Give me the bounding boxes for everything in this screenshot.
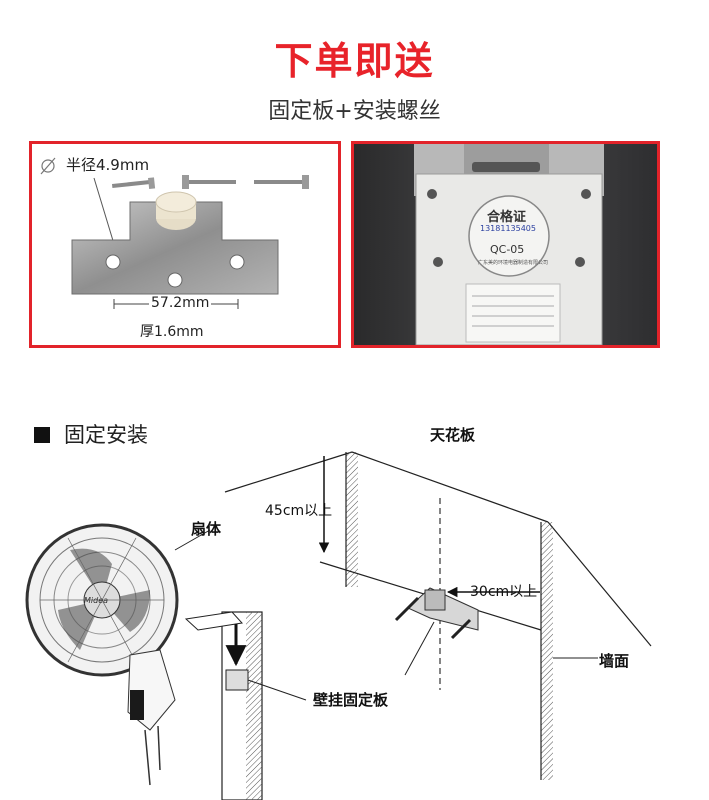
thickness-label: 厚1.6mm (140, 324, 204, 340)
screw-2 (182, 175, 236, 189)
mounting-plate-panel: 半径4.9mm 57.2mm 厚1.6mm (29, 141, 341, 348)
installation-diagram (25, 451, 652, 800)
screw-3 (254, 175, 309, 189)
certificate-photo-panel: 合格证 13181135405 QC-05 广东美的环境电器制造有限公司 (351, 141, 660, 348)
certificate-company: 广东美的环境电器制造有限公司 (478, 260, 549, 266)
width-dimension-label: 57.2mm (149, 295, 212, 311)
certificate-number: 13181135405 (480, 224, 536, 233)
side-clearance-label: 30cm以上 (470, 584, 538, 600)
wall-bracket-drawing (394, 587, 479, 640)
mounting-plate-illustration (40, 157, 309, 309)
radius-label: 半径4.9mm (66, 156, 150, 174)
certificate-code: QC-05 (490, 243, 525, 256)
fan-back-photo (354, 144, 657, 345)
bullet-square (34, 427, 50, 443)
mounting-plate (71, 201, 279, 295)
screw-1 (112, 177, 156, 189)
certificate-title: 合格证 (487, 210, 527, 225)
fan-drawing (25, 523, 179, 786)
wall-label: 墙面 (599, 652, 630, 670)
promo-subtitle: 固定板+安装螺丝 (268, 99, 441, 124)
install-heading-text: 固定安装 (64, 423, 148, 447)
fan-brand-logo: Midea (84, 596, 109, 605)
install-section-heading: 固定安装 (34, 419, 148, 449)
ceiling-label: 天花板 (430, 426, 476, 444)
wall-bracket-label: 壁挂固定板 (313, 691, 389, 709)
promo-title: 下单即送 (274, 39, 435, 83)
fan-body-label: 扇体 (191, 520, 222, 538)
top-clearance-label: 45cm以上 (265, 503, 333, 519)
diameter-icon (40, 157, 56, 175)
